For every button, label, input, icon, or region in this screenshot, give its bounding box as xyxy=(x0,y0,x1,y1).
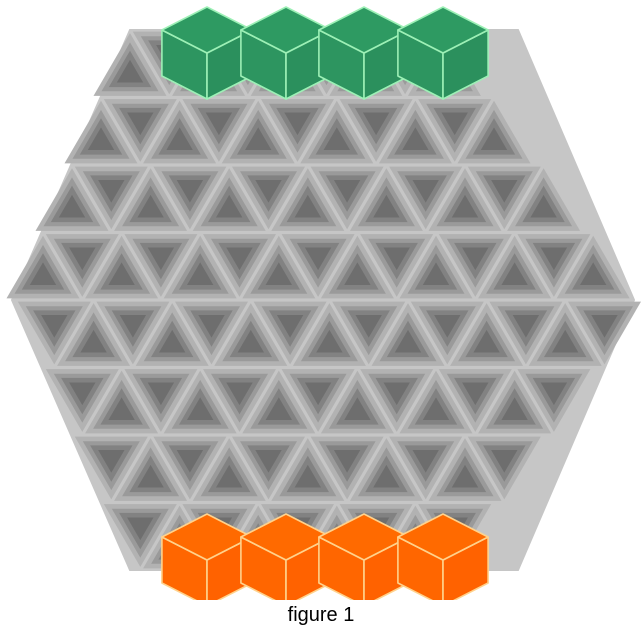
figure-caption: figure 1 xyxy=(0,603,642,627)
hex-board xyxy=(0,0,642,600)
